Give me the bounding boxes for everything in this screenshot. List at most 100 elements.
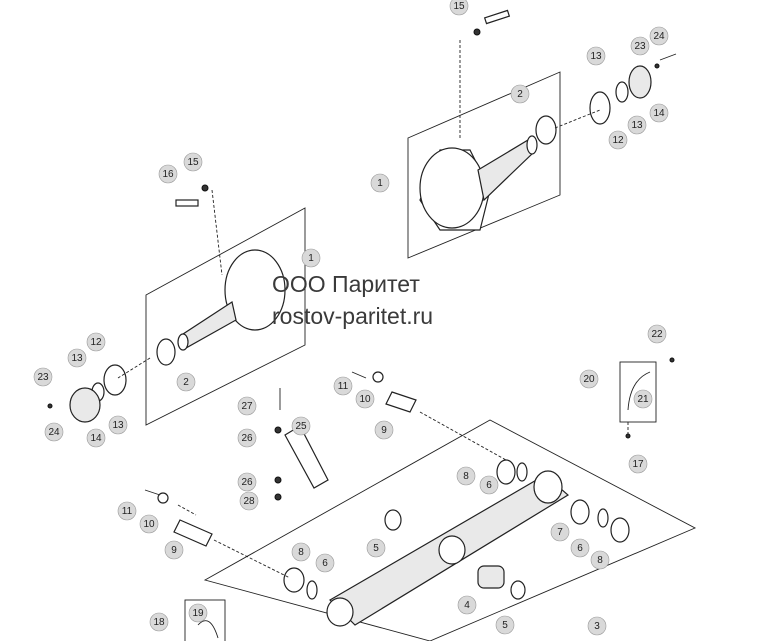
callout-number: 15 [453, 1, 465, 12]
bushing-4 [477, 565, 505, 589]
callout-9: 9 [164, 540, 184, 560]
callout-number: 20 [583, 374, 595, 385]
callout-13: 13 [108, 415, 128, 435]
callout-15: 15 [449, 0, 469, 16]
callout-6: 6 [479, 475, 499, 495]
callout-number: 4 [464, 600, 470, 611]
callout-number: 2 [517, 89, 523, 100]
callout-25: 25 [291, 416, 311, 436]
axle-assembly-right [407, 9, 677, 259]
lever-arm-assembly [144, 357, 697, 641]
callout-number: 24 [653, 31, 665, 42]
callout-number: 19 [192, 608, 204, 619]
callout-number: 7 [557, 527, 563, 538]
callout-number: 23 [37, 372, 49, 383]
seal-ring-2-right [535, 115, 557, 145]
callout-number: 12 [90, 337, 102, 348]
callout-number: 2 [183, 377, 189, 388]
callout-24: 24 [649, 26, 669, 46]
callout-number: 13 [590, 51, 602, 62]
retainer-plate-14-right [628, 65, 652, 99]
callout-14: 14 [649, 103, 669, 123]
callout-3: 3 [587, 616, 607, 636]
callout-number: 3 [594, 621, 600, 632]
callout-11: 11 [333, 376, 353, 396]
callout-number: 9 [171, 545, 177, 556]
callout-14: 14 [86, 428, 106, 448]
callout-10: 10 [139, 514, 159, 534]
callout-13: 13 [627, 115, 647, 135]
callout-number: 13 [631, 120, 643, 131]
callout-16: 16 [158, 164, 178, 184]
callout-number: 10 [143, 519, 155, 530]
callout-8: 8 [590, 550, 610, 570]
callout-24: 24 [44, 422, 64, 442]
callout-7: 7 [550, 522, 570, 542]
callout-number: 14 [90, 433, 102, 444]
callout-number: 28 [243, 496, 255, 507]
callout-6: 6 [315, 553, 335, 573]
callout-5: 5 [495, 615, 515, 635]
callout-number: 22 [651, 329, 663, 340]
callout-6: 6 [570, 538, 590, 558]
callout-28: 28 [239, 491, 259, 511]
callout-8: 8 [456, 466, 476, 486]
callout-number: 1 [377, 178, 383, 189]
callout-1: 1 [370, 173, 390, 193]
callout-number: 24 [48, 427, 60, 438]
callout-number: 17 [632, 459, 644, 470]
callout-number: 1 [308, 253, 314, 264]
callout-number: 8 [597, 555, 603, 566]
pin-9-lower [173, 519, 213, 547]
callout-23: 23 [630, 36, 650, 56]
callout-number: 5 [373, 543, 379, 554]
callout-22: 22 [647, 324, 667, 344]
seal-ring-2-left [156, 338, 176, 366]
callout-12: 12 [86, 332, 106, 352]
retainer-plate-14-left [69, 387, 101, 423]
callout-10: 10 [355, 389, 375, 409]
callout-13: 13 [586, 46, 606, 66]
callout-21: 21 [633, 389, 653, 409]
axle-assembly-left [47, 184, 306, 426]
axle-flange-left [224, 249, 286, 331]
callout-15: 15 [183, 152, 203, 172]
callout-26: 26 [237, 472, 257, 492]
callout-8: 8 [291, 542, 311, 562]
callout-number: 13 [112, 420, 124, 431]
callout-number: 9 [381, 425, 387, 436]
pin-9-upper [385, 391, 417, 413]
callout-number: 13 [71, 353, 83, 364]
callout-26: 26 [237, 428, 257, 448]
callout-number: 26 [241, 433, 253, 444]
callout-13: 13 [67, 348, 87, 368]
callout-number: 5 [502, 620, 508, 631]
axle-spindle-right [477, 139, 535, 202]
callout-number: 25 [295, 421, 307, 432]
callout-number: 6 [577, 543, 583, 554]
callout-number: 8 [298, 547, 304, 558]
callout-number: 27 [241, 401, 253, 412]
callout-19: 19 [188, 603, 208, 623]
callout-number: 23 [634, 41, 646, 52]
callout-number: 18 [153, 617, 165, 628]
callout-2: 2 [510, 84, 530, 104]
callout-number: 21 [637, 394, 649, 405]
callout-number: 16 [162, 169, 174, 180]
callout-9: 9 [374, 420, 394, 440]
callout-number: 6 [486, 480, 492, 491]
callout-1: 1 [301, 248, 321, 268]
callout-2: 2 [176, 372, 196, 392]
callout-4: 4 [457, 595, 477, 615]
callout-18: 18 [149, 612, 169, 632]
callout-number: 10 [359, 394, 371, 405]
callout-number: 14 [653, 108, 665, 119]
callout-number: 26 [241, 477, 253, 488]
callout-5: 5 [366, 538, 386, 558]
pivot-pin-25 [284, 425, 329, 489]
callout-27: 27 [237, 396, 257, 416]
callout-number: 15 [187, 157, 199, 168]
callout-number: 11 [338, 381, 349, 392]
